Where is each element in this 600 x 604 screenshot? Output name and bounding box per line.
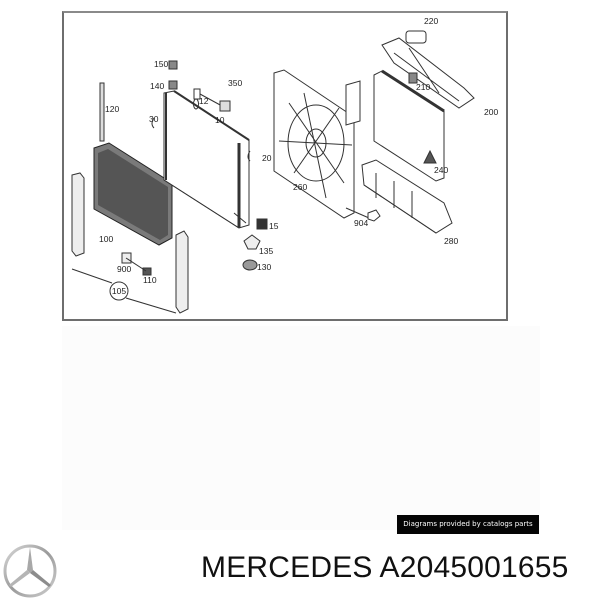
callout-280: 280 [444, 236, 458, 246]
callout-130: 130 [257, 262, 271, 272]
callout-labels: 220 150 140 350 210 12 120 30 10 200 20 240 260 904 15… [99, 16, 498, 285]
assembly-105-circle [109, 281, 129, 301]
callout-260: 260 [293, 182, 307, 192]
callout-30: 30 [149, 114, 159, 124]
callout-100: 100 [99, 234, 113, 244]
callout-240: 240 [434, 165, 448, 175]
diagram-credit: Diagrams provided by catalogs parts [397, 515, 539, 534]
callout-200: 200 [484, 107, 498, 117]
callout-210: 210 [416, 82, 430, 92]
mercedes-star-icon [2, 543, 58, 599]
callout-220: 220 [424, 16, 438, 26]
exploded-parts-drawing: 220 150 140 350 210 12 120 30 10 200 20 240 260 904 15… [71, 16, 498, 314]
parts-diagram: 220 150 140 350 210 12 120 30 10 200 20 240 260 904 15… [62, 11, 508, 321]
callout-15: 15 [269, 221, 279, 231]
callout-110: 110 [143, 275, 157, 285]
callout-10: 10 [215, 115, 225, 125]
callout-140: 140 [150, 81, 164, 91]
background-panel [62, 326, 540, 530]
callout-135: 135 [259, 246, 273, 256]
callout-20: 20 [262, 153, 272, 163]
callout-105: 105 [112, 286, 126, 296]
callout-350: 350 [228, 78, 242, 88]
callout-150: 150 [154, 59, 168, 69]
callout-12: 12 [199, 96, 209, 106]
callout-120: 120 [105, 104, 119, 114]
callout-900: 900 [117, 264, 131, 274]
callout-904: 904 [354, 218, 368, 228]
part-120-rod [99, 82, 105, 142]
product-title: MERCEDES A2045001655 [201, 551, 569, 584]
